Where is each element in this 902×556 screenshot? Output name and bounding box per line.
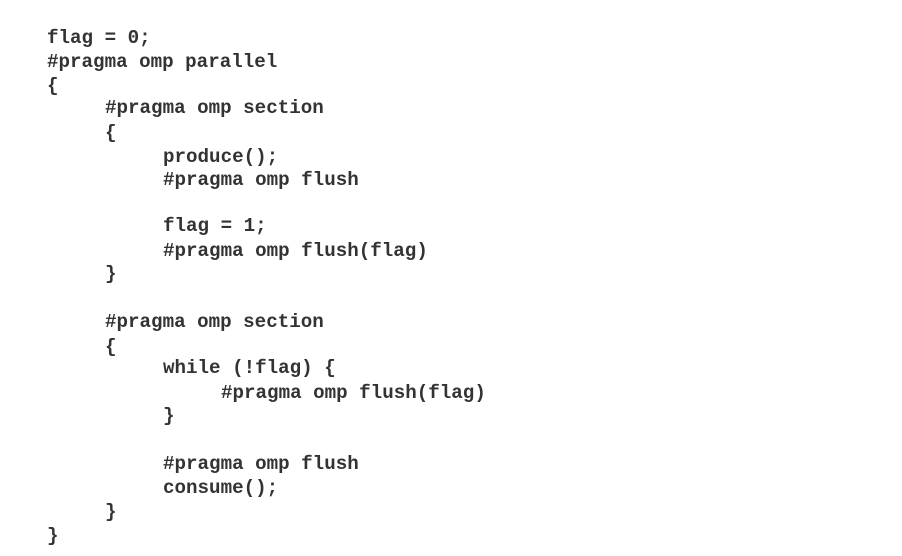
code-line: consume(); [163, 477, 279, 499]
code-line: } [105, 263, 117, 285]
code-line: } [47, 525, 59, 547]
code-line: { [105, 122, 117, 144]
code-line: #pragma omp flush [163, 169, 359, 191]
code-line: produce(); [163, 146, 279, 168]
code-line: flag = 1; [163, 215, 267, 237]
code-listing: flag = 0; #pragma omp parallel { #pragma… [47, 0, 887, 556]
code-line: while (!flag) { [163, 357, 336, 379]
code-line: { [47, 75, 59, 97]
code-line: flag = 0; [47, 27, 151, 49]
code-line: #pragma omp flush [163, 453, 359, 475]
code-line: #pragma omp flush(flag) [163, 240, 428, 262]
code-line: #pragma omp section [105, 311, 324, 333]
code-line: #pragma omp section [105, 97, 324, 119]
code-line: } [105, 501, 117, 523]
code-line: { [105, 336, 117, 358]
code-line: } [163, 405, 175, 427]
code-line: #pragma omp parallel [47, 51, 278, 73]
code-line: #pragma omp flush(flag) [221, 382, 486, 404]
